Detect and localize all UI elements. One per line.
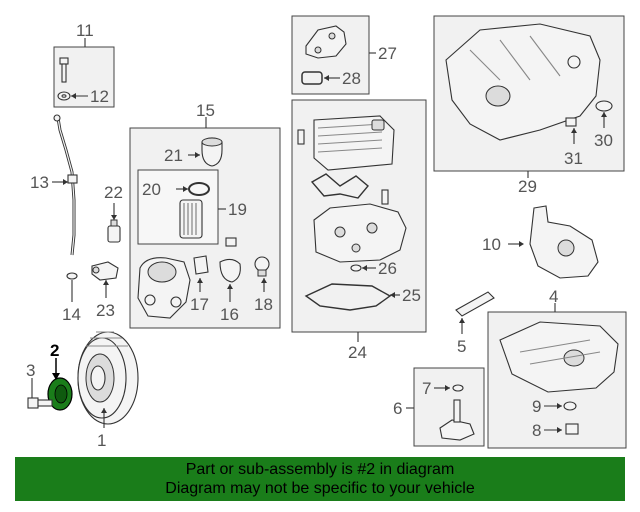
part-21-filter-cap[interactable] — [201, 137, 223, 167]
part-28-gasket[interactable] — [301, 71, 323, 85]
callout-17: 17 — [190, 295, 209, 314]
callout-4: 4 — [549, 287, 558, 306]
part-11-bolt[interactable] — [59, 57, 69, 83]
callout-5: 5 — [457, 337, 466, 356]
part-5-baffle[interactable] — [455, 291, 495, 317]
callout-3: 3 — [26, 361, 35, 380]
part-24-bolt-b[interactable] — [381, 189, 389, 205]
highlight-banner: Part or sub-assembly is #2 in diagram Di… — [15, 457, 625, 501]
part-4-oil-pan[interactable] — [499, 321, 619, 393]
callout-16: 16 — [220, 305, 239, 324]
part-27-bracket[interactable] — [305, 25, 347, 59]
part-7-o-ring[interactable] — [452, 384, 464, 392]
part-30-seal[interactable] — [595, 100, 613, 112]
part-13-dipstick-tube[interactable] — [53, 114, 78, 256]
callout-1: 1 — [97, 431, 106, 450]
callout-30: 30 — [594, 131, 613, 150]
part-25-gasket[interactable] — [304, 283, 392, 311]
part-14-o-ring[interactable] — [66, 272, 78, 280]
part-1-crank-pulley[interactable] — [77, 331, 139, 425]
banner-line-1: Part or sub-assembly is #2 in diagram — [185, 461, 455, 478]
part-18-sensor[interactable] — [254, 256, 270, 277]
part-22-sensor[interactable] — [107, 219, 121, 243]
part-24-housing[interactable] — [313, 203, 407, 263]
callout-19: 19 — [228, 200, 247, 219]
banner-line-2: Diagram may not be specific to your vehi… — [165, 480, 475, 497]
callout-21: 21 — [164, 146, 183, 165]
part-24-oil-cooler[interactable] — [313, 115, 395, 171]
part-23-sensor[interactable] — [91, 261, 119, 281]
part-8-drain-plug[interactable] — [565, 423, 579, 435]
part-10-cover[interactable] — [529, 205, 599, 279]
part-15-bolt[interactable] — [225, 237, 237, 247]
part-17-gasket[interactable] — [193, 255, 209, 275]
callout-7: 7 — [422, 379, 431, 398]
callout-9: 9 — [532, 397, 541, 416]
part-16-gasket[interactable] — [219, 258, 241, 283]
callout-13: 13 — [30, 173, 49, 192]
part-2-seal-highlighted[interactable] — [47, 377, 73, 411]
callout-6: 6 — [393, 399, 402, 418]
callout-23: 23 — [96, 301, 115, 320]
callout-28: 28 — [342, 69, 361, 88]
callout-18: 18 — [254, 295, 273, 314]
callout-26: 26 — [378, 259, 397, 278]
part-31-clip[interactable] — [565, 117, 577, 127]
part-3-bolt[interactable] — [27, 397, 53, 409]
callout-25: 25 — [402, 286, 421, 305]
callout-22: 22 — [104, 183, 123, 202]
callout-11: 11 — [76, 21, 94, 40]
callout-31: 31 — [564, 149, 583, 168]
part-19-filter-element[interactable] — [179, 199, 203, 239]
parts-diagram: 1 2 3 4 5 6 7 8 9 10 11 12 13 14 15 16 1… — [26, 15, 627, 450]
part-9-o-ring[interactable] — [563, 401, 577, 411]
part-24-gasket[interactable] — [310, 173, 369, 199]
callout-24: 24 — [348, 343, 367, 362]
callout-8: 8 — [532, 421, 541, 440]
part-6-sensor[interactable] — [439, 399, 475, 441]
callout-14: 14 — [62, 305, 81, 324]
part-24-bolt-a[interactable] — [297, 129, 305, 145]
part-15-filter-housing[interactable] — [137, 257, 191, 319]
part-26-o-ring[interactable] — [350, 264, 362, 272]
callout-2: 2 — [50, 341, 59, 360]
callout-12: 12 — [90, 87, 109, 106]
callout-27: 27 — [378, 44, 397, 63]
callout-20: 20 — [142, 180, 161, 199]
callout-10: 10 — [482, 235, 501, 254]
part-12-washer[interactable] — [57, 91, 71, 101]
box-group-19 — [137, 169, 219, 245]
callout-29: 29 — [518, 177, 537, 196]
part-20-o-ring[interactable] — [188, 182, 210, 196]
part-29-intake-manifold[interactable] — [445, 23, 601, 141]
callout-15: 15 — [196, 101, 215, 120]
